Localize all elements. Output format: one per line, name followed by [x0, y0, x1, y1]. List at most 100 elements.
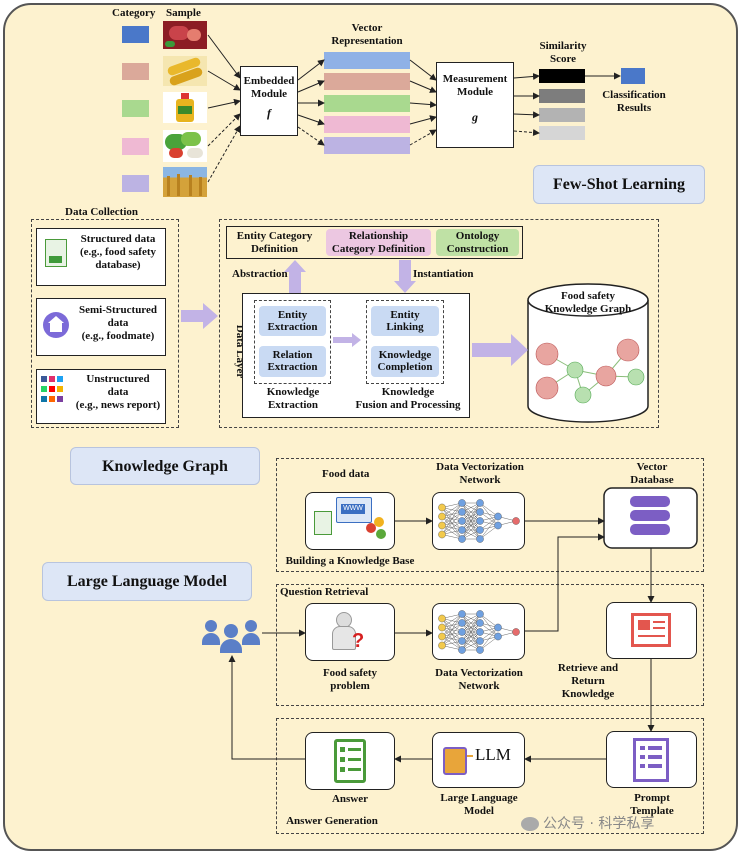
ontology-construction: Ontology Construction: [436, 229, 519, 256]
measurement-module: Measurement Module g: [436, 62, 514, 148]
data-collection-group: [31, 219, 179, 428]
knowledge-base-group: [276, 458, 704, 572]
watermark-text: 公众号 · 科学私享: [543, 816, 655, 832]
answer-generation-label: Answer Generation: [286, 815, 378, 827]
knowledge-fusion-label: Knowledge Fusion and Processing: [355, 386, 461, 411]
entity-linking-label: Entity Linking: [386, 309, 424, 333]
kg-title: Food safety Knowledge Graph: [544, 290, 632, 315]
relationship-category-definition-label: Relationship Category Definition: [331, 230, 426, 255]
unstructured-data-label: Unstructured data (e.g., news report): [75, 373, 161, 411]
retrieve-return-knowledge-label: Retrieve and Return Knowledge: [557, 662, 619, 700]
similarity-bar-1: [539, 69, 585, 83]
vector-bar-5: [324, 137, 410, 154]
entity-category-definition-label: Entity Category Definition: [236, 230, 313, 255]
meat-icon: [163, 21, 207, 49]
prompt-template-label: Prompt Template: [630, 792, 674, 817]
vectorization-network-label: Data Vectorization Network: [435, 667, 523, 692]
relationship-category-definition: Relationship Category Definition: [326, 229, 431, 256]
oil-bottle-icon: [163, 92, 207, 123]
social-media-icon: [41, 376, 71, 416]
vector-bar-2: [324, 73, 410, 90]
retrieve-knowledge-box: [606, 602, 697, 659]
category-swatch-3: [122, 100, 149, 117]
vector-representation-title: Vector Representation: [331, 22, 403, 47]
neural-network-icon-1: [438, 499, 520, 543]
food-safety-problem-box: ?: [305, 603, 395, 661]
similarity-score-title: Similarity Score: [539, 40, 587, 65]
similarity-bar-3: [539, 108, 585, 122]
ontology-construction-label: Ontology Construction: [446, 230, 509, 255]
build-knowledge-base-label: Building a Knowledge Base: [285, 555, 415, 567]
classification-results-label: Classification Results: [602, 89, 666, 114]
embedded-symbol: f: [267, 106, 271, 120]
structured-data-label: Structured data (e.g., food safety datab…: [79, 233, 157, 271]
category-swatch-4: [122, 138, 149, 155]
embedded-module-label: Embedded Module: [243, 75, 295, 100]
knowledge-completion-label: Knowledge Completion: [377, 349, 433, 373]
wheat-icon: [163, 167, 207, 197]
brain-head-icon: [443, 747, 467, 775]
spreadsheet-icon: [45, 239, 67, 267]
kg-node-object: [627, 368, 645, 386]
category-header: Category: [112, 7, 156, 19]
llm-box: LLM: [432, 732, 525, 788]
measurement-symbol: g: [472, 110, 478, 124]
question-person-icon: [330, 610, 356, 650]
sample-header: Sample: [166, 7, 201, 19]
vectorization-title: Data Vectorization Network: [436, 461, 524, 486]
relation-extraction-label: Relation Extraction: [267, 349, 318, 373]
wechat-icon: [521, 817, 539, 831]
similarity-bar-2: [539, 89, 585, 103]
instantiation-label: Instantiation: [413, 268, 474, 280]
knowledge-completion: Knowledge Completion: [371, 346, 439, 377]
question-retrieval-group: [276, 584, 704, 706]
structured-data-box: Structured data (e.g., food safety datab…: [36, 228, 166, 286]
category-swatch-5: [122, 175, 149, 192]
measurement-module-label: Measurement Module: [442, 73, 508, 98]
produce-icon: [366, 515, 390, 545]
watermark: 公众号 · 科学私享: [521, 813, 654, 833]
food-data-box: WWW: [305, 492, 395, 550]
classification-swatch: [621, 68, 645, 84]
food-safety-problem-label: Food safety problem: [322, 667, 378, 692]
question-mark-icon: ?: [352, 630, 365, 652]
abstraction-label: Abstraction: [232, 268, 288, 280]
kg-node-sampling: [535, 342, 559, 366]
unstructured-data-box: Unstructured data (e.g., news report): [36, 369, 166, 424]
vegetables-icon: [163, 130, 207, 162]
www-globe-icon: WWW: [336, 497, 372, 523]
semi-structured-data-label: Semi-Structured data (e.g., foodmate): [78, 304, 157, 342]
corn-icon: [163, 56, 207, 87]
relation-extraction: Relation Extraction: [259, 346, 326, 377]
vector-bar-1: [324, 52, 410, 69]
spreadsheet-icon: [314, 511, 332, 535]
kg-node-food-item: [595, 365, 617, 387]
embedded-module: Embedded Module f: [240, 66, 298, 136]
vector-bar-4: [324, 116, 410, 133]
fusion-group: [366, 300, 444, 384]
knowledge-extraction-label: Knowledge Extraction: [266, 386, 320, 411]
vector-database-label: Vector Database: [630, 461, 674, 486]
entity-linking: Entity Linking: [371, 306, 439, 336]
data-collection-title: Data Collection: [65, 206, 139, 218]
entity-extraction: Entity Extraction: [259, 306, 326, 336]
kg-node-process: [574, 386, 592, 404]
extraction-group: [254, 300, 331, 384]
checklist-icon: [334, 739, 366, 783]
entity-extraction-label: Entity Extraction: [267, 309, 318, 333]
question-retrieval-label: Question Retrieval: [280, 586, 369, 598]
llm-label: Large Language Model: [440, 792, 518, 817]
users-icon: [202, 616, 260, 656]
llm-text: LLM: [475, 745, 511, 764]
entity-category-definition: Entity Category Definition: [229, 229, 320, 256]
document-icon: [633, 738, 669, 782]
large-language-model-tag: Large Language Model: [42, 562, 252, 601]
food-data-label: Food data: [322, 468, 370, 480]
home-icon: [43, 312, 69, 338]
newspaper-icon: [631, 613, 671, 647]
data-layer-group: [219, 219, 659, 428]
